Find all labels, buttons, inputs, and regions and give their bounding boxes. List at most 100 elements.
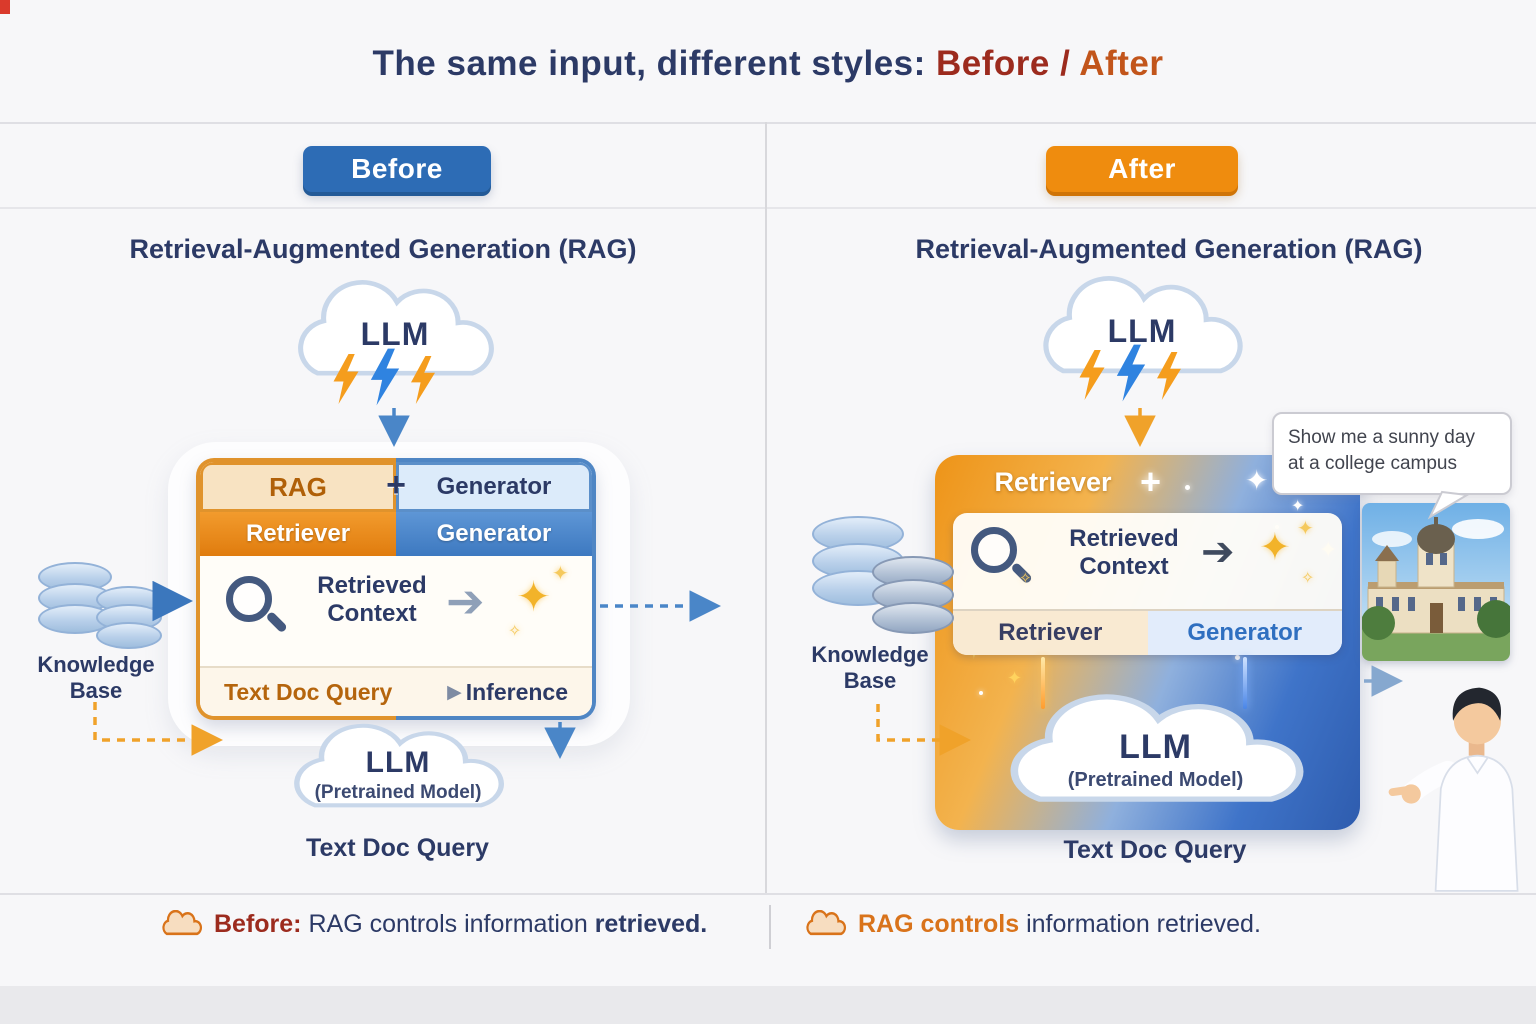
lightning-icon: [330, 354, 362, 404]
retrieved-context-text: Retrieved Context: [1049, 525, 1199, 582]
footer-rag-controls: RAG controls: [858, 910, 1020, 938]
generator-header-cell: Generator: [396, 462, 592, 512]
pretrained-sub-label: (Pretrained Model): [1067, 769, 1244, 791]
left-lightning-icons: [330, 348, 450, 408]
after-badge-label: After: [1108, 153, 1176, 184]
magnifier-icon: [971, 527, 1041, 597]
kb-line1: Knowledge: [811, 642, 929, 667]
title-separator: /: [1049, 44, 1080, 83]
divider-top: [0, 122, 1536, 124]
left-box-label-row: Retriever Generator: [200, 512, 592, 556]
retrieved-line1: Retrieved: [317, 572, 427, 599]
after-badge: After: [1046, 146, 1238, 192]
before-badge-label: Before: [351, 153, 443, 184]
right-database-icon: [872, 556, 954, 634]
sparkle-icon: ✧: [1301, 570, 1315, 587]
sparkle-icon: ✦: [1297, 518, 1314, 540]
footer-before-word: Before:: [214, 910, 302, 938]
generator-label: Generator: [1147, 611, 1342, 655]
page-title: The same input, different styles: Before…: [0, 44, 1536, 84]
person-illustration: [1385, 664, 1536, 904]
kb-line2: Base: [69, 678, 123, 704]
retriever-label: Retriever: [200, 512, 396, 556]
lightning-icon: [1154, 352, 1184, 400]
bottom-strip: [0, 986, 1536, 1024]
rag-header-cell: RAG: [200, 462, 396, 512]
sparkle-icon: ✦: [1291, 498, 1305, 515]
footer-right-text: RAG controls information retrieved.: [858, 910, 1261, 939]
before-cloud-icon: [160, 910, 204, 938]
left-box-content: Retrieved Context ➔ ✦ ✦ ✧: [200, 556, 592, 666]
right-heading: Retrieval-Augmented Generation (RAG): [915, 234, 1423, 264]
left-llm-cloud: LLM: [283, 278, 507, 390]
left-pretrained-cloud: LLM (Pretrained Model): [278, 722, 518, 820]
flow-arrow-icon: ➔: [446, 575, 485, 627]
divider-footer: [0, 893, 1536, 895]
sparkle-icon: ✦: [1259, 527, 1291, 569]
before-badge: Before: [303, 146, 491, 192]
right-knowledge-base-label: Knowledge Base: [790, 642, 950, 695]
sparkle-icon: ✧: [1019, 570, 1032, 587]
inference-label: Inference: [465, 678, 568, 705]
retrieved-context-text: Retrieved Context: [302, 572, 442, 629]
right-lightning-icons: [1076, 344, 1196, 404]
title-prefix: The same input, different styles:: [372, 44, 937, 83]
divider-columns: [765, 122, 767, 893]
flow-arrow-icon: ➔: [1201, 530, 1235, 574]
kb-line1: Knowledge: [37, 652, 155, 677]
footer-left-emphasis: retrieved.: [594, 910, 708, 938]
generator-label: Generator: [396, 512, 592, 556]
sparkle-icon: ✦: [1007, 668, 1023, 688]
right-label-row: Retriever Generator: [953, 609, 1342, 655]
retrieved-line2: Context: [1079, 553, 1169, 581]
right-database-icon: [812, 516, 904, 606]
sparkle-icon: ✦: [516, 573, 552, 620]
right-llm-label: LLM: [1107, 312, 1177, 349]
footer-divider: [769, 905, 771, 949]
speech-line2: at a college campus: [1288, 452, 1457, 474]
corner-mark: [0, 0, 10, 14]
right-caption: Text Doc Query: [1063, 836, 1247, 864]
retriever-label: Retriever: [953, 611, 1148, 655]
lightning-icon: [408, 356, 438, 404]
left-box-header-row: RAG Generator +: [200, 462, 592, 512]
footer-left-body: RAG controls information: [301, 910, 595, 938]
footer-left-text: Before: RAG controls information retriev…: [214, 910, 707, 939]
pretrained-llm-label: LLM: [1119, 728, 1192, 766]
divider-badges: [0, 207, 1536, 209]
left-knowledge-base-label: Knowledge Base: [18, 652, 174, 705]
right-pretrained-cloud: LLM (Pretrained Model): [988, 692, 1323, 818]
right-retrieved-row: ✧ Retrieved Context ➔ ✦ ✦ ✧: [953, 513, 1342, 609]
title-after-word: After: [1079, 44, 1164, 83]
text-doc-query-label: Text Doc Query: [224, 678, 393, 705]
right-inner-panel: ✧ Retrieved Context ➔ ✦ ✦ ✧ Retriever Ge…: [953, 513, 1342, 655]
retrieved-line2: Context: [327, 600, 417, 628]
footer-right-body: information retrieved.: [1019, 910, 1261, 938]
after-cloud-icon: [804, 910, 848, 938]
sparkle-icon: ✦: [552, 563, 569, 585]
pretrained-sub-label: (Pretrained Model): [314, 782, 482, 803]
lightning-icon: [1076, 350, 1108, 400]
glow-line: [1243, 657, 1247, 709]
left-llm-label: LLM: [360, 315, 430, 352]
plus-icon: +: [1140, 461, 1162, 502]
sparkle-icon: ✦: [1245, 465, 1269, 496]
left-rag-box: RAG Generator + Retriever Generator Retr…: [196, 458, 596, 720]
magnifier-icon: [226, 576, 296, 646]
inference-label-group: ▶ Inference: [447, 679, 568, 706]
speech-line1: Show me a sunny day: [1288, 427, 1475, 448]
glow-line: [1041, 657, 1045, 709]
speech-bubble: Show me a sunny day at a college campus: [1272, 412, 1512, 495]
left-caption: Text Doc Query: [306, 834, 489, 862]
left-box-footer-row: Text Doc Query ▶ Inference: [200, 666, 592, 716]
plus-icon: +: [386, 465, 406, 504]
lightning-icon: [1114, 344, 1148, 402]
pretrained-llm-label: LLM: [365, 746, 431, 779]
campus-image: [1362, 503, 1510, 661]
left-heading: Retrieval-Augmented Generation (RAG): [129, 234, 637, 264]
left-database-icon: [96, 586, 162, 649]
right-retriever-header: Retriever: [994, 467, 1112, 497]
lightning-icon: [368, 348, 402, 406]
retrieved-line1: Retrieved: [1069, 525, 1179, 552]
